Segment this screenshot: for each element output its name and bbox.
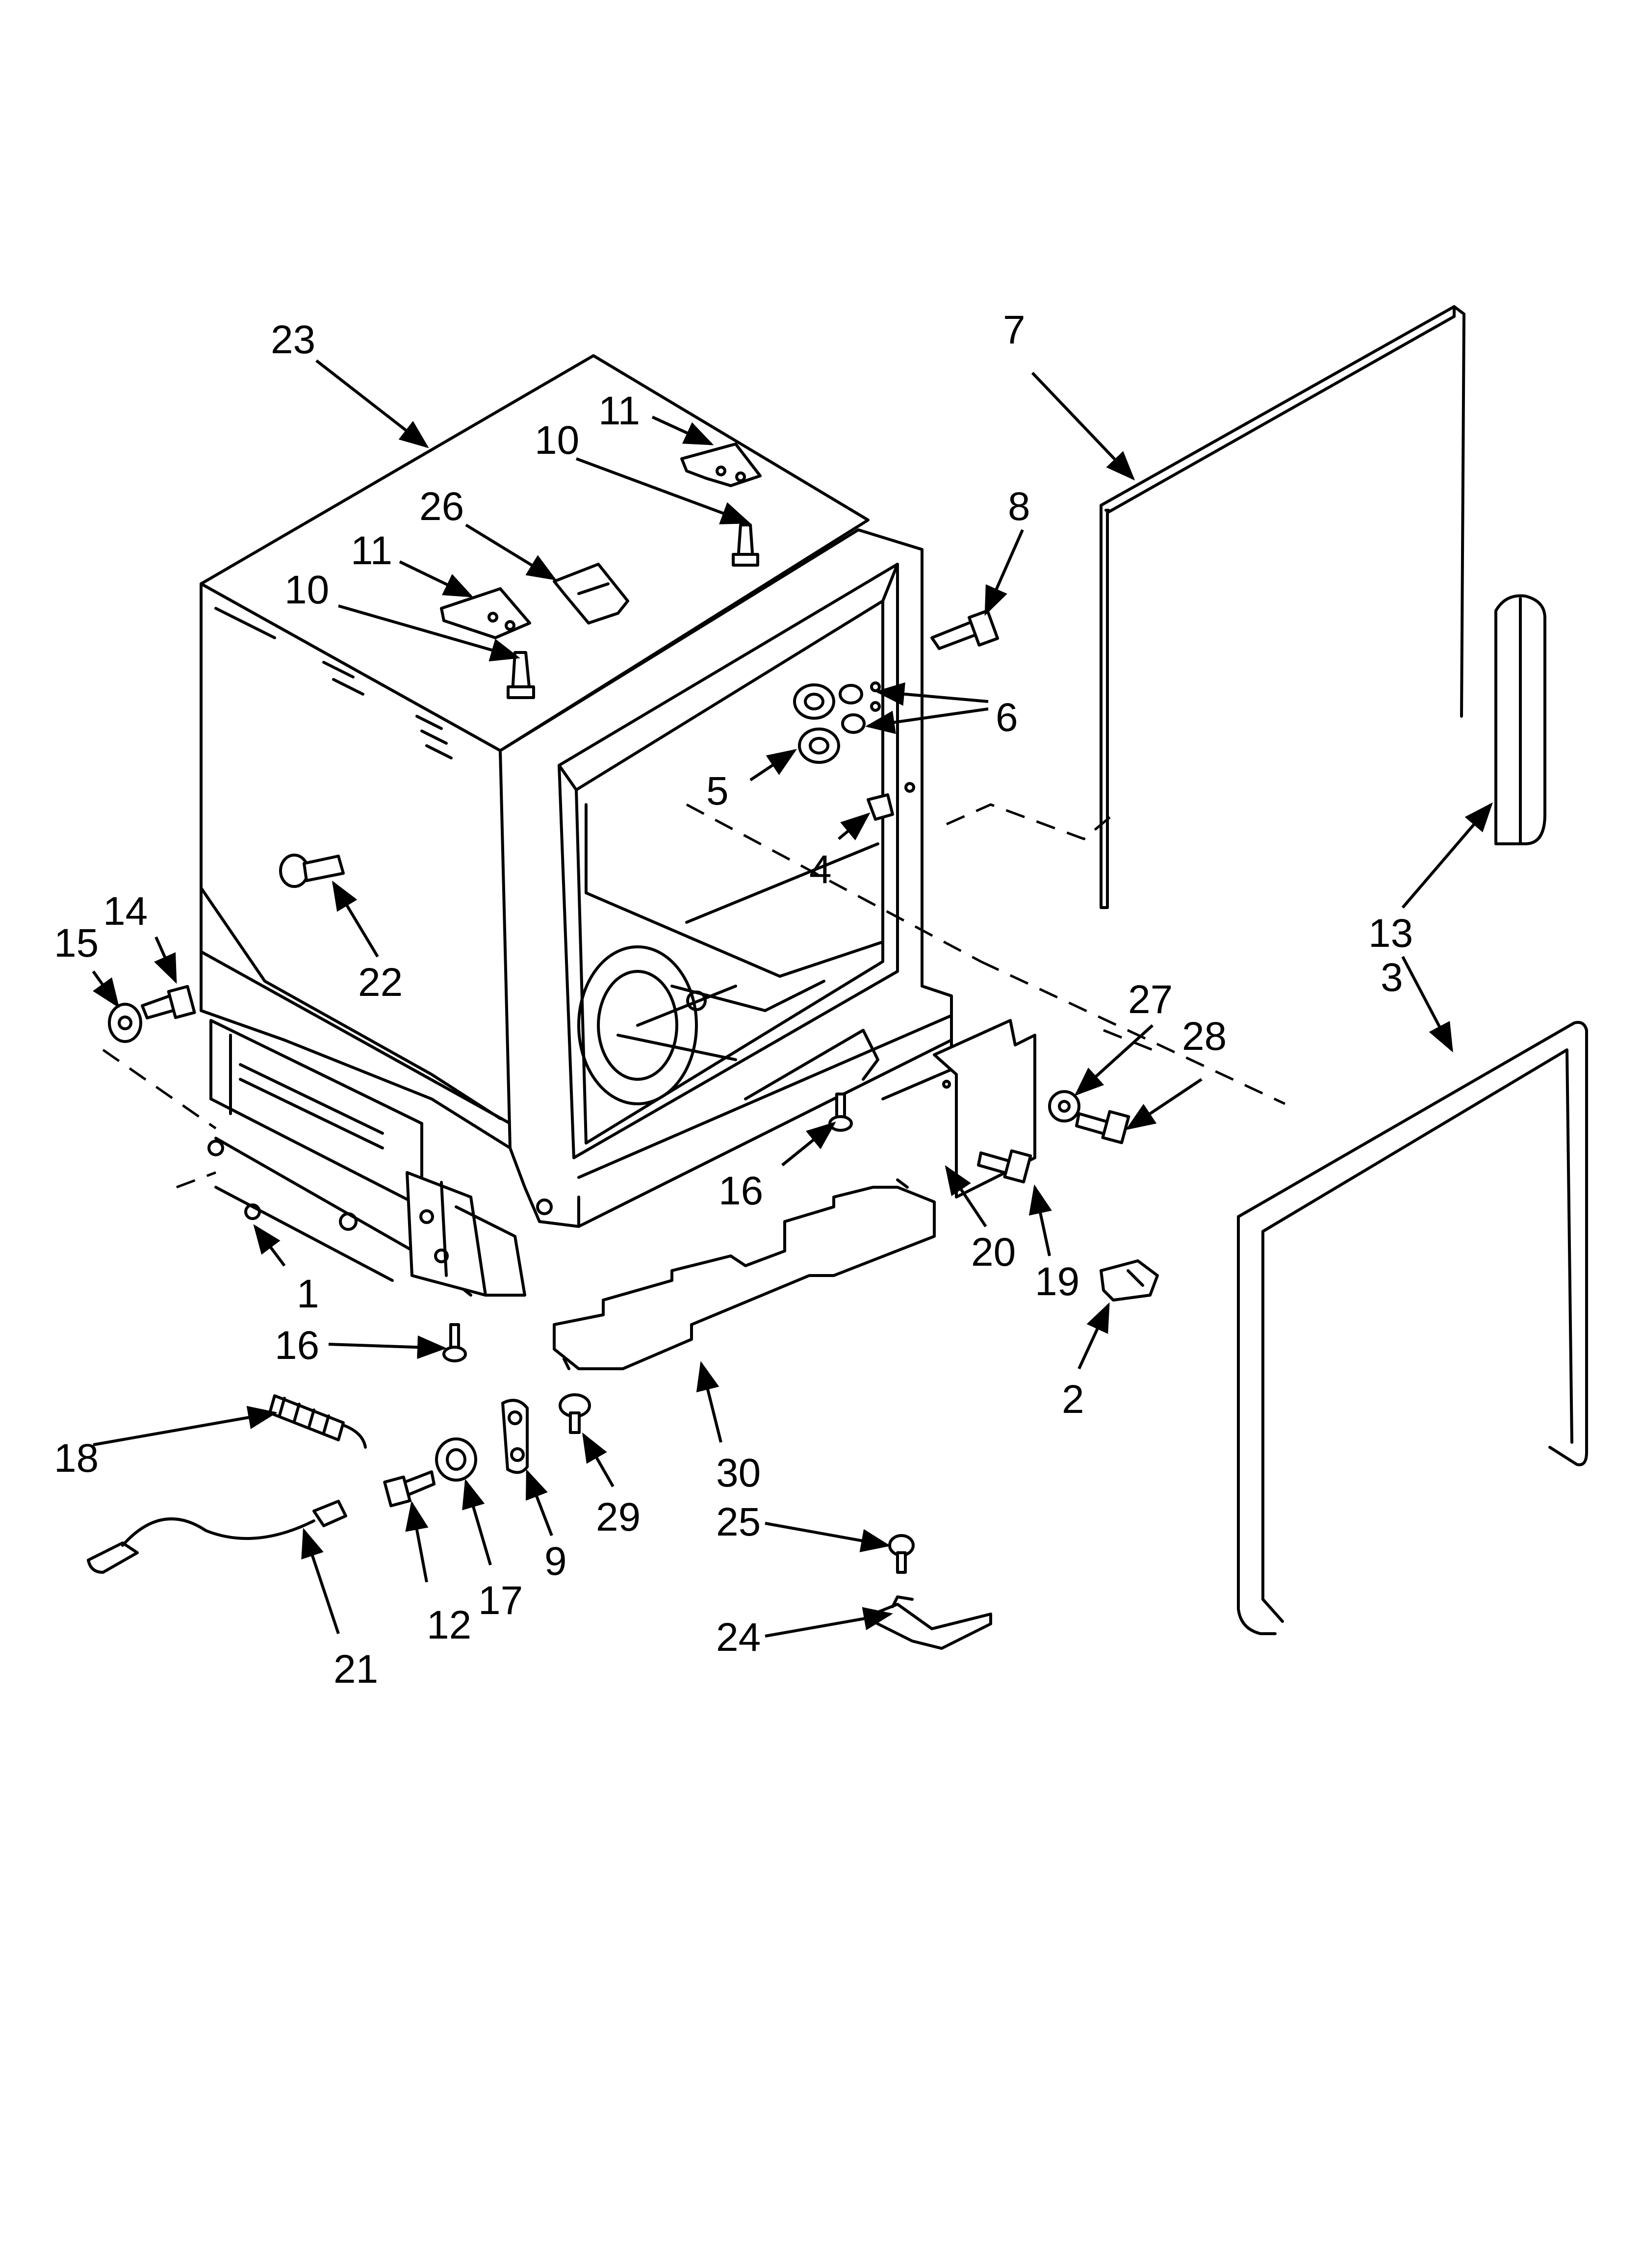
callout-14: 14: [103, 889, 148, 934]
nut-part-15: [108, 1003, 142, 1043]
callout-28: 28: [1182, 1014, 1227, 1059]
callout-22: 22: [358, 960, 403, 1005]
screw-part-28: [1075, 1110, 1130, 1145]
latch-part-2: [1100, 1259, 1159, 1302]
callout-4: 4: [809, 847, 832, 892]
callout-21: 21: [334, 1647, 378, 1692]
callout-labels: 23 11 10 26 11 10 8 7 6 5 4 13 3 22 14 1…: [54, 308, 1413, 1692]
callout-7: 7: [1003, 308, 1026, 352]
callout-1: 1: [297, 1272, 319, 1316]
pin-part-22: [279, 854, 345, 888]
screw-part-14: [141, 985, 196, 1019]
callout-18: 18: [54, 1436, 99, 1481]
callout-10-left: 10: [284, 568, 329, 612]
link-part-9: [501, 1399, 529, 1474]
callout-19: 19: [1035, 1259, 1079, 1304]
seal-part-3: [1237, 1021, 1588, 1635]
gasket-part-7: [1100, 305, 1465, 909]
callout-6: 6: [996, 695, 1018, 740]
bracket-part-11-upper: [680, 443, 762, 487]
callout-9: 9: [544, 1539, 567, 1584]
screw-part-10-left: [507, 651, 535, 699]
washer-part-27: [1048, 1090, 1080, 1122]
callout-23: 23: [271, 317, 315, 362]
tub-assembly: [200, 354, 953, 1297]
foot-part-29: [559, 1393, 591, 1434]
screw-part-19: [977, 1149, 1032, 1184]
panel-part-30: [553, 1178, 936, 1370]
callout-12: 12: [427, 1603, 471, 1647]
callout-24: 24: [716, 1615, 761, 1660]
leader-lines: [92, 359, 1493, 1638]
callout-29: 29: [596, 1495, 641, 1539]
callout-5: 5: [706, 769, 729, 813]
screw-part-10-upper: [732, 523, 759, 567]
foot-part-16-lower: [442, 1323, 467, 1362]
callout-3: 3: [1381, 955, 1403, 1000]
callout-30: 30: [716, 1451, 761, 1495]
callout-16-upper: 16: [718, 1169, 763, 1213]
callout-26: 26: [419, 484, 464, 529]
clip-part-26: [553, 563, 629, 625]
callout-10-upper: 10: [535, 418, 579, 463]
spring-part-18: [268, 1394, 367, 1449]
cable-part-21: [87, 1500, 347, 1574]
bracket-part-11-left: [440, 587, 531, 639]
strip-part-13: [1494, 594, 1546, 845]
screw-part-12: [383, 1470, 436, 1508]
callout-16-lower: 16: [275, 1323, 319, 1368]
callout-17: 17: [478, 1578, 523, 1623]
wheel-part-17: [435, 1437, 477, 1482]
callout-25: 25: [716, 1500, 761, 1544]
bracket-part-24: [872, 1595, 992, 1650]
callout-8: 8: [1008, 484, 1030, 529]
callout-15: 15: [54, 921, 99, 965]
callout-2: 2: [1062, 1377, 1084, 1422]
callout-27: 27: [1128, 977, 1173, 1022]
reference-lines: [102, 803, 1286, 1189]
plug-part-4: [867, 782, 915, 821]
callout-11-upper: 11: [598, 389, 640, 433]
callout-13: 13: [1368, 911, 1413, 956]
callout-11-left: 11: [351, 528, 392, 573]
stud-part-25: [888, 1534, 915, 1574]
screw-part-8: [930, 609, 1000, 650]
callout-20: 20: [971, 1230, 1016, 1275]
roller-part-5: [793, 683, 840, 764]
